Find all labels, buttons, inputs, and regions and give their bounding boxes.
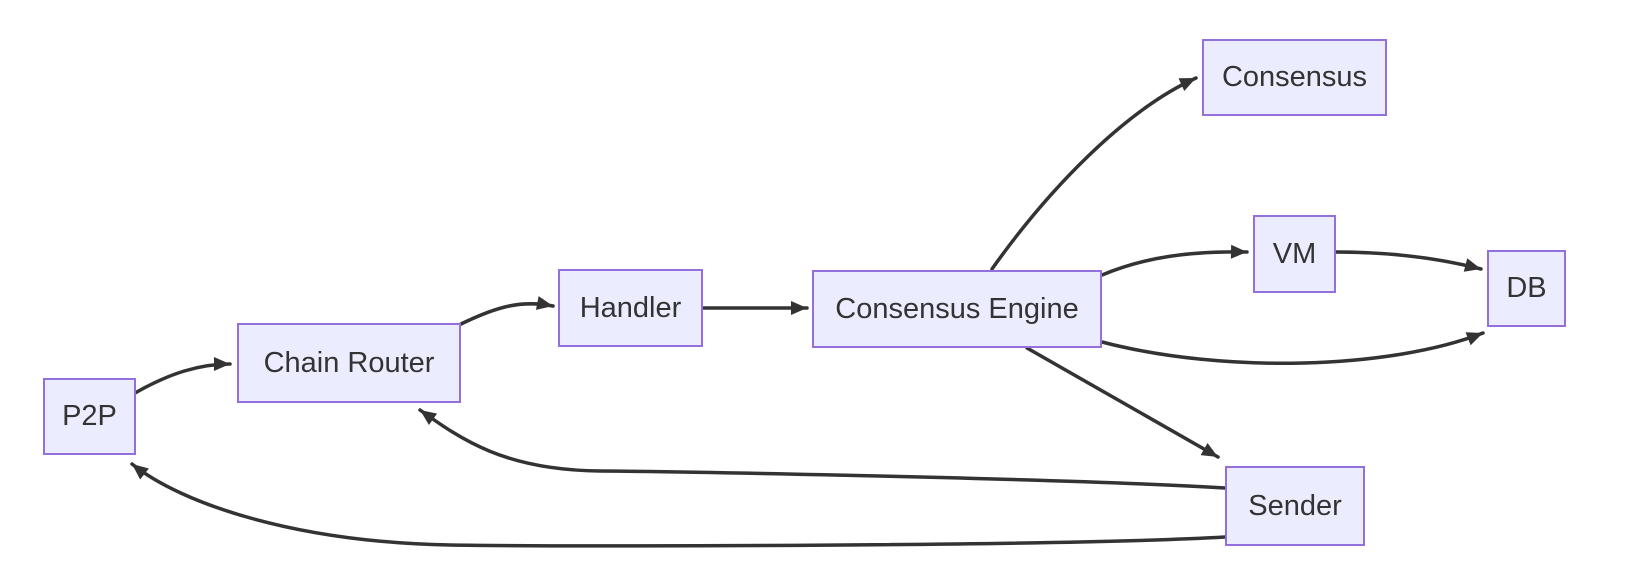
node-consensus-label: Consensus [1221, 61, 1368, 93]
edge-sender-to-p2p [130, 462, 1227, 548]
node-handler-label: Handler [579, 291, 682, 324]
node-chain-router: Chain Router [237, 323, 461, 403]
node-sender: Sender [1225, 466, 1365, 546]
node-consensus-engine: Consensus Engine [812, 270, 1102, 348]
edge-vm-to-db [1334, 250, 1483, 272]
node-vm-label: VM [1272, 237, 1317, 270]
node-consensus: Consensus [1202, 39, 1387, 116]
edge-consensus-engine-to-consensus [990, 76, 1198, 271]
node-vm: VM [1253, 215, 1336, 293]
edge-sender-to-chain-router [418, 408, 1227, 490]
node-db-label: DB [1506, 272, 1547, 304]
node-consensus-engine-label: Consensus Engine [835, 292, 1079, 325]
node-db: DB [1487, 250, 1566, 327]
node-p2p-label: P2P [62, 400, 117, 432]
edge-consensus-engine-to-vm [1100, 244, 1249, 277]
node-sender-label: Sender [1248, 489, 1342, 522]
edge-consensus-engine-to-db [1100, 331, 1485, 366]
node-handler: Handler [558, 269, 703, 347]
edge-p2p-to-chain-router [133, 357, 232, 395]
node-p2p: P2P [43, 378, 136, 455]
edge-consensus-engine-to-sender [1025, 346, 1220, 459]
edge-chain-router-to-handler [459, 296, 555, 326]
node-chain-router-label: Chain Router [263, 346, 435, 379]
